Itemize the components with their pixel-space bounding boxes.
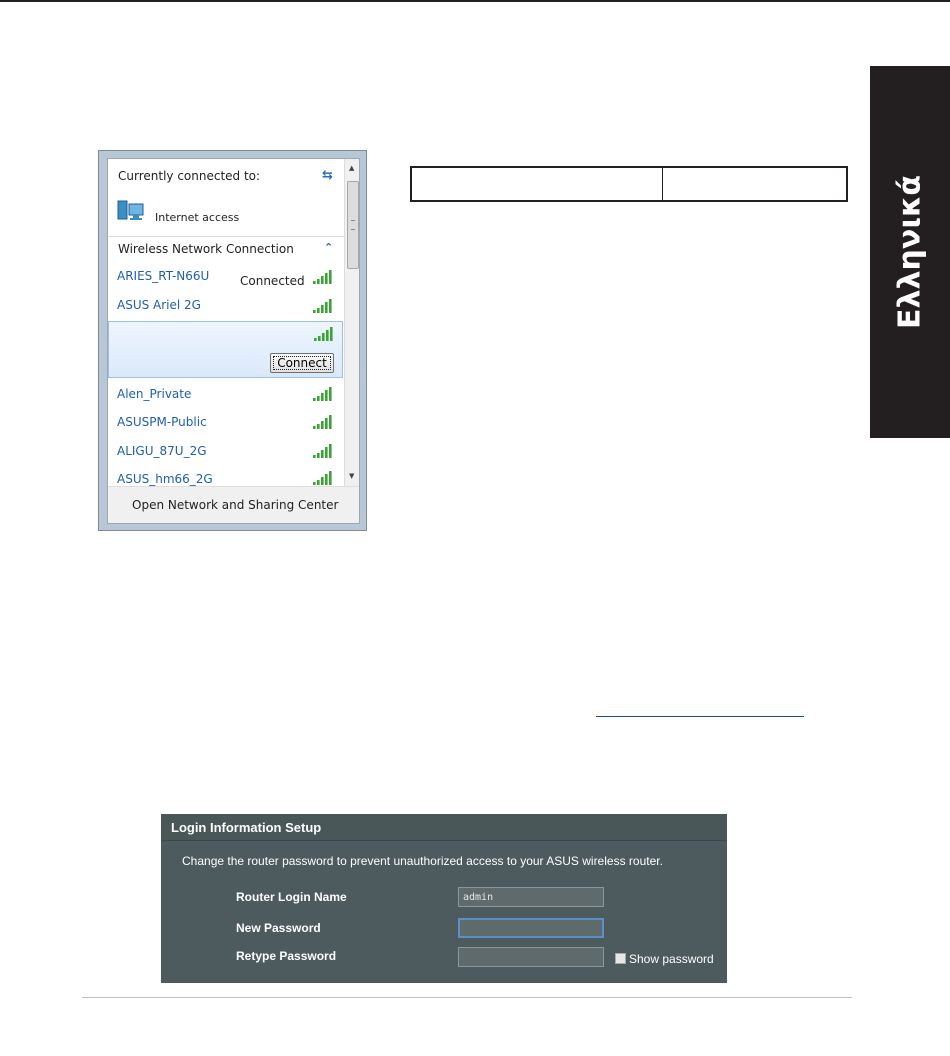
signal-strength-icon <box>313 270 332 284</box>
network-computer-icon <box>117 200 144 220</box>
network-name: ASUS Ariel 2G <box>117 298 201 312</box>
login-panel-title: Login Information Setup <box>171 820 322 835</box>
show-password-option[interactable]: Show password <box>615 952 714 966</box>
network-name: ASUSPM-Public <box>117 415 207 429</box>
signal-strength-icon <box>313 444 332 458</box>
selected-network-row[interactable]: Connect <box>108 321 343 378</box>
new-password-input[interactable] <box>458 918 604 938</box>
scroll-down-icon[interactable]: ▼ <box>349 472 355 480</box>
signal-strength-icon <box>314 327 333 341</box>
signal-strength-icon <box>313 299 332 313</box>
refresh-icon[interactable]: ⇆ <box>322 168 333 183</box>
show-password-checkbox[interactable] <box>615 953 626 964</box>
scrollbar-thumb[interactable] <box>347 181 359 269</box>
router-login-name-label: Router Login Name <box>236 890 347 904</box>
show-password-label: Show password <box>629 952 714 966</box>
grip-icon <box>351 220 355 230</box>
network-flyout: Currently connected to: ⇆ Internet acces… <box>98 150 367 531</box>
link-underline[interactable] <box>596 716 804 717</box>
login-information-panel: Login Information Setup Change the route… <box>161 814 727 983</box>
retype-password-input[interactable] <box>458 947 604 967</box>
flyout-footer: Open Network and Sharing Center <box>108 486 359 523</box>
section-divider <box>108 236 344 237</box>
network-name: ARIES_RT-N66U <box>117 269 210 283</box>
language-tab-label: Ελληνικά <box>892 175 928 329</box>
ruled-box-divider <box>662 166 663 202</box>
chevron-up-icon[interactable]: ⌃ <box>324 241 334 254</box>
top-rule <box>0 0 950 2</box>
retype-password-label: Retype Password <box>236 949 337 963</box>
currently-connected-label: Currently connected to: <box>118 169 261 183</box>
connect-button[interactable]: Connect <box>270 353 334 373</box>
bottom-rule <box>82 997 852 998</box>
login-panel-header: Login Information Setup <box>161 814 727 841</box>
network-list-scrollbar[interactable]: ▲ ▼ <box>344 159 359 486</box>
scroll-up-icon[interactable]: ▲ <box>349 164 355 172</box>
language-tab: Ελληνικά <box>870 66 950 438</box>
wireless-section-title: Wireless Network Connection <box>118 242 294 256</box>
signal-strength-icon <box>313 415 332 429</box>
router-login-name-input[interactable] <box>458 887 604 907</box>
new-password-label: New Password <box>236 921 321 935</box>
network-flyout-panel: Currently connected to: ⇆ Internet acces… <box>107 158 360 524</box>
network-status: Connected <box>240 274 305 288</box>
signal-strength-icon <box>313 387 332 401</box>
network-name: ASUS_hm66_2G <box>117 472 213 486</box>
signal-strength-icon <box>313 471 332 485</box>
network-list: Currently connected to: ⇆ Internet acces… <box>108 159 344 486</box>
internet-access-label: Internet access <box>155 211 240 224</box>
open-network-center-link[interactable]: Open Network and Sharing Center <box>132 498 339 512</box>
login-panel-description: Change the router password to prevent un… <box>182 854 663 868</box>
ruled-box <box>410 166 848 202</box>
network-name: Alen_Private <box>117 387 192 401</box>
network-name: ALIGU_87U_2G <box>117 444 207 458</box>
